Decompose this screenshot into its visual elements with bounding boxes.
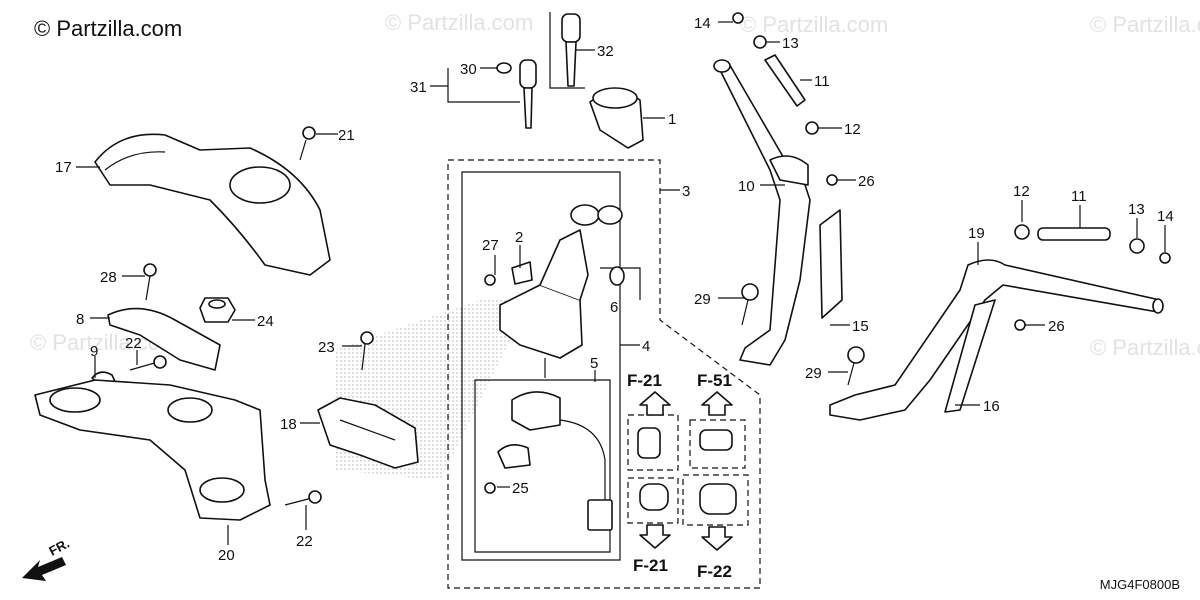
part-26-bolt-top	[826, 174, 838, 186]
part-16-bracket	[944, 299, 996, 413]
label-11-right: 11	[1071, 188, 1087, 205]
part-28-bolt	[143, 263, 157, 301]
part-25-screw	[484, 482, 496, 494]
assembly-box-5	[474, 379, 611, 553]
part-29-bolt-left	[741, 283, 759, 326]
label-21: 21	[338, 127, 355, 144]
watermark: © Partzilla.com	[740, 12, 889, 37]
label-17: 17	[55, 159, 72, 176]
part-31-key	[519, 59, 537, 129]
ref-f22-bottom: F-22	[697, 562, 732, 581]
part-5-switch	[497, 391, 613, 531]
part-14-clip-right	[1159, 252, 1171, 264]
label-4: 4	[642, 338, 650, 355]
label-2: 2	[515, 229, 523, 246]
part-12-nut-right	[1014, 224, 1030, 240]
label-3: 3	[682, 183, 690, 200]
part-14-clip-top	[732, 12, 744, 24]
part-18-bracket	[317, 397, 419, 469]
front-label: FR.	[46, 536, 72, 559]
ref-parts	[627, 391, 749, 551]
label-13-top: 13	[782, 35, 799, 52]
label-23: 23	[318, 339, 335, 356]
part-11-bar-right	[1037, 227, 1111, 241]
watermark: © Partzilla.com	[1090, 12, 1200, 37]
label-14-right: 14	[1157, 208, 1174, 225]
part-21-bolt	[299, 126, 316, 161]
part-4-ignition	[499, 204, 623, 378]
part-12-nut-top	[805, 121, 819, 135]
copyright-text: © Partzilla.com	[34, 16, 183, 41]
label-22-lower: 22	[296, 533, 313, 550]
label-11-top: 11	[814, 73, 830, 90]
part-13-nut-top	[753, 35, 767, 49]
watermark: © Partzilla.com	[1090, 335, 1200, 360]
label-13-right: 13	[1128, 201, 1145, 218]
part-27-bolt	[484, 274, 496, 286]
part-10-handlebar-left	[713, 59, 811, 366]
leader-lines	[76, 12, 1166, 545]
label-12-right: 12	[1013, 183, 1030, 200]
part-29-bolt-right	[847, 346, 865, 386]
assembly-box-3	[447, 159, 761, 589]
diagram-code: MJG4F0800B	[1099, 577, 1180, 592]
label-22-upper: 22	[125, 335, 142, 352]
label-31: 31	[410, 79, 427, 96]
label-32: 32	[597, 43, 614, 60]
part-15-bracket	[819, 209, 843, 319]
label-8: 8	[76, 311, 84, 328]
part-8-plate	[107, 307, 221, 371]
part-19-handlebar-right	[829, 259, 1164, 421]
watermark: © Partzilla.com	[385, 10, 534, 35]
part-6-washer	[609, 266, 625, 286]
part-1-cap	[589, 87, 644, 149]
label-6: 6	[610, 299, 618, 316]
label-9: 9	[90, 343, 98, 360]
label-15: 15	[852, 318, 869, 335]
ref-f51-top: F-51	[697, 371, 732, 390]
part-26-bolt-right	[1014, 319, 1026, 331]
part-23-bolt	[360, 331, 374, 371]
part-24-nut	[199, 297, 236, 323]
label-24: 24	[257, 313, 274, 330]
label-19: 19	[968, 225, 985, 242]
part-13-nut-right	[1129, 238, 1145, 254]
label-29-left: 29	[694, 291, 711, 308]
label-26-top: 26	[858, 173, 875, 190]
label-10: 10	[738, 178, 755, 195]
ref-f21-bottom: F-21	[633, 556, 668, 575]
label-12-top: 12	[844, 121, 861, 138]
front-arrow	[22, 557, 66, 581]
part-20-bridge	[34, 379, 271, 521]
label-14-top: 14	[694, 15, 711, 32]
label-27: 27	[482, 237, 499, 254]
label-1: 1	[668, 111, 676, 128]
part-2-bracket	[511, 261, 533, 285]
part-22-bolt-lower	[284, 490, 322, 506]
label-18: 18	[280, 416, 297, 433]
assembly-box-4	[461, 171, 621, 561]
label-28: 28	[100, 269, 117, 286]
label-29-right: 29	[805, 365, 822, 382]
part-17-cover	[94, 133, 331, 276]
part-32-key	[561, 13, 581, 87]
label-25: 25	[512, 480, 529, 497]
part-22-bolt-upper	[129, 355, 167, 371]
ref-f21-top: F-21	[627, 371, 662, 390]
label-26-right: 26	[1048, 318, 1065, 335]
label-20: 20	[218, 547, 235, 564]
label-30: 30	[460, 61, 477, 78]
label-16: 16	[983, 398, 1000, 415]
part-30-washer	[496, 62, 512, 74]
label-5: 5	[590, 355, 598, 372]
part-11-bar-top	[764, 54, 806, 107]
